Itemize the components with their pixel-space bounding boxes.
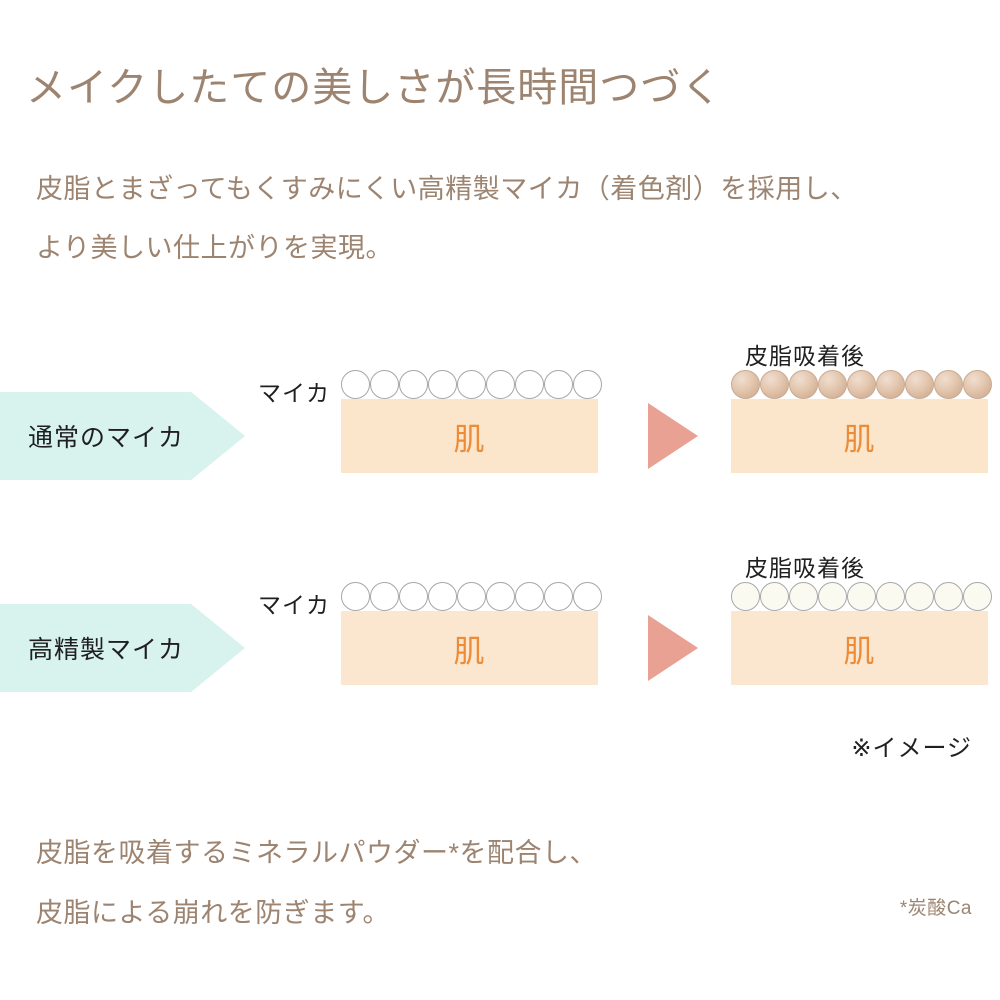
mica-particle [731, 370, 760, 399]
diagram-row-normal-mica: 通常のマイカ マイカ 肌 皮脂吸着後 肌 [0, 330, 1000, 510]
mica-particle-row-after [731, 370, 992, 399]
mica-particle [370, 582, 399, 611]
mica-particle [573, 370, 602, 399]
mica-particle [818, 370, 847, 399]
after-state-stack: 肌 [731, 582, 992, 685]
mica-particle [457, 370, 486, 399]
intro-line-1: 皮脂とまざってもくすみにくい高精製マイカ（着色剤）を採用し、 [36, 174, 858, 204]
mica-particle [934, 370, 963, 399]
row-banner-refined-mica: 高精製マイカ [0, 604, 245, 692]
skin-label: 肌 [453, 421, 486, 457]
before-state-stack: 肌 [341, 370, 602, 473]
diagram-row-refined-mica: 高精製マイカ マイカ 肌 皮脂吸着後 肌 [0, 542, 1000, 722]
mica-particle [428, 582, 457, 611]
after-caption-right: 皮脂吸着後 [745, 555, 865, 581]
mica-particle-row-before [341, 582, 602, 611]
mica-particle [544, 582, 573, 611]
skin-block-after: 肌 [731, 399, 988, 473]
after-caption-right: 皮脂吸着後 [745, 343, 865, 369]
transition-arrow-icon [648, 615, 698, 681]
mica-particle [847, 370, 876, 399]
outro-paragraph: 皮脂を吸着するミネラルパウダー*を配合し、 皮脂による崩れを防ぎます。 [36, 823, 597, 943]
mica-particle [760, 582, 789, 611]
mica-particle [515, 370, 544, 399]
skin-label: 肌 [453, 633, 486, 669]
mica-particle [934, 582, 963, 611]
mica-particle [341, 370, 370, 399]
mica-particle [963, 582, 992, 611]
mica-particle-row-after [731, 582, 992, 611]
outro-line-1: 皮脂を吸着するミネラルパウダー*を配合し、 [36, 838, 598, 868]
mica-particle [818, 582, 847, 611]
mica-particle [905, 370, 934, 399]
mica-particle [789, 370, 818, 399]
skin-block-before: 肌 [341, 399, 598, 473]
mica-caption-left: マイカ [258, 380, 330, 406]
mica-particle [341, 582, 370, 611]
mica-particle [760, 370, 789, 399]
mica-caption-left: マイカ [258, 592, 330, 618]
mica-particle [847, 582, 876, 611]
ingredient-footnote: *炭酸Ca [899, 898, 972, 919]
mica-comparison-diagram: 通常のマイカ マイカ 肌 皮脂吸着後 肌 高精製マイカ マイカ 肌 [0, 330, 1000, 720]
mica-particle [731, 582, 760, 611]
transition-arrow-icon [648, 403, 698, 469]
outro-line-2: 皮脂による崩れを防ぎます。 [36, 898, 390, 928]
mica-particle [789, 582, 818, 611]
mica-particle-row-before [341, 370, 602, 399]
banner-label: 通常のマイカ [28, 424, 185, 452]
skin-label: 肌 [843, 633, 876, 669]
banner-label: 高精製マイカ [28, 636, 185, 664]
before-state-stack: 肌 [341, 582, 602, 685]
image-disclaimer-note: ※イメージ [851, 735, 972, 762]
mica-particle [486, 370, 515, 399]
intro-paragraph: 皮脂とまざってもくすみにくい高精製マイカ（着色剤）を採用し、 より美しい仕上がり… [36, 160, 858, 278]
mica-particle [876, 582, 905, 611]
page-title: メイクしたての美しさが長時間つづく [26, 66, 723, 110]
mica-particle [399, 370, 428, 399]
mica-particle [573, 582, 602, 611]
mica-particle [963, 370, 992, 399]
mica-particle [876, 370, 905, 399]
after-state-stack: 肌 [731, 370, 992, 473]
mica-particle [905, 582, 934, 611]
mica-particle [457, 582, 486, 611]
mica-particle [544, 370, 573, 399]
skin-block-before: 肌 [341, 611, 598, 685]
intro-line-2: より美しい仕上がりを実現。 [36, 233, 393, 263]
mica-particle [399, 582, 428, 611]
mica-particle [486, 582, 515, 611]
skin-label: 肌 [843, 421, 876, 457]
row-banner-normal-mica: 通常のマイカ [0, 392, 245, 480]
skin-block-after: 肌 [731, 611, 988, 685]
mica-particle [515, 582, 544, 611]
mica-particle [428, 370, 457, 399]
mica-particle [370, 370, 399, 399]
